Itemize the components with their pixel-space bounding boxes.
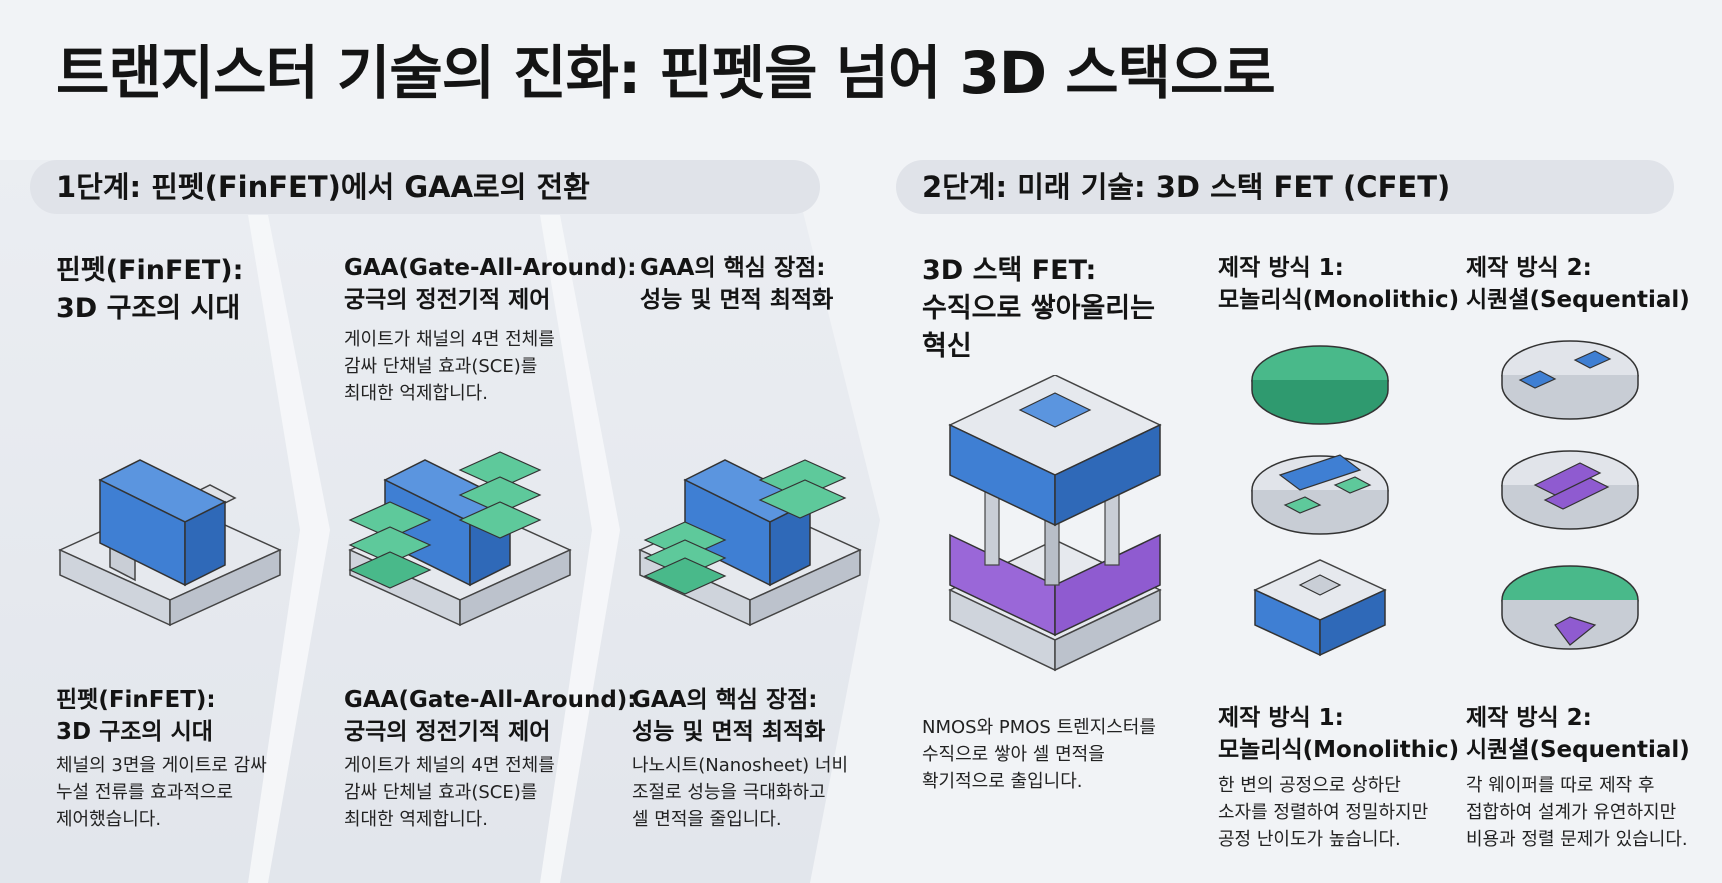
gaa-top-line1: GAA(Gate-All-Around): bbox=[344, 255, 637, 281]
advantage-bottom-heading: GAA의 핵심 장점: 성능 및 면적 최적화 bbox=[632, 684, 825, 748]
nanosheet-illustration bbox=[638, 459, 862, 627]
monolithic-desc-line: 공정 난이도가 높습니다. bbox=[1218, 829, 1401, 850]
advantage-bottom-line1: GAA의 핵심 장점: bbox=[632, 687, 818, 713]
monolithic-bottom-line1: 제작 방식 1: bbox=[1218, 705, 1344, 731]
gaa-top-line2: 궁극의 정전기적 제어 bbox=[344, 287, 551, 313]
advantage-top-line2: 성능 및 면적 최적화 bbox=[640, 287, 834, 313]
monolithic-bottom-heading: 제작 방식 1: 모놀리식(Monolithic) bbox=[1218, 702, 1459, 766]
gaa-bottom-description: 게이트가 체널의 4면 전체를 감싸 단체널 효과(SCE)를 최대한 역제합니… bbox=[344, 752, 555, 833]
advantage-desc-line: 조절로 성능을 극대화하고 bbox=[632, 782, 826, 803]
finfet-bottom-line2: 3D 구조의 시대 bbox=[56, 719, 213, 745]
gaa-bottom-desc-line: 최대한 역제합니다. bbox=[344, 809, 488, 830]
gaa-top-desc-line: 게이트가 채널의 4면 전체를 bbox=[344, 329, 555, 350]
advantage-desc-line: 셀 면적을 줄입니다. bbox=[632, 809, 782, 830]
gaa-top-desc-line: 감싸 단채널 효과(SCE)를 bbox=[344, 356, 538, 377]
sequential-bottom-heading: 제작 방식 2: 시퀀셜(Sequential) bbox=[1466, 702, 1690, 766]
sequential-desc-line: 접합하여 설계가 유연하지만 bbox=[1466, 802, 1677, 823]
cfet-desc-line: 확기적으로 출입니다. bbox=[922, 771, 1083, 792]
gaa-top-heading: GAA(Gate-All-Around): 궁극의 정전기적 제어 bbox=[344, 252, 637, 316]
gaa-bottom-desc-line: 감싸 단체널 효과(SCE)를 bbox=[344, 782, 538, 803]
gaa-illustration bbox=[348, 451, 572, 627]
gaa-bottom-line1: GAA(Gate-All-Around): bbox=[344, 687, 637, 713]
cfet-line3: 혁신 bbox=[922, 331, 972, 362]
advantage-bottom-line2: 성능 및 면적 최적화 bbox=[632, 719, 826, 745]
cfet-heading: 3D 스택 FET: 수직으로 쌓아올리는 혁신 bbox=[922, 252, 1155, 366]
finfet-top-line2: 3D 구조의 시대 bbox=[56, 293, 241, 324]
nanosheet-stack bbox=[348, 451, 542, 589]
finfet-desc-line: 누설 전류를 효과적으로 bbox=[56, 782, 234, 803]
monolithic-top-heading: 제작 방식 1: 모놀리식(Monolithic) bbox=[1218, 252, 1459, 316]
gaa-bottom-heading: GAA(Gate-All-Around): 궁극의 정전기적 제어 bbox=[344, 684, 637, 748]
monolithic-desc-line: 한 변의 공정으로 상하단 bbox=[1218, 775, 1401, 796]
advantage-top-line1: GAA의 핵심 장점: bbox=[640, 255, 826, 281]
cfet-desc-line: 수직으로 쌓아 셀 면적을 bbox=[922, 744, 1105, 765]
cfet-line1: 3D 스택 FET: bbox=[922, 255, 1097, 286]
stage2-label: 2단계: 미래 기술: 3D 스택 FET (CFET) bbox=[922, 170, 1451, 204]
finfet-desc-line: 제어했습니다. bbox=[56, 809, 162, 830]
finfet-top-line1: 핀펫(FinFET): bbox=[56, 255, 244, 286]
monolithic-desc-line: 소자를 정렬하여 정밀하지만 bbox=[1218, 802, 1429, 823]
monolithic-illustration bbox=[1251, 345, 1389, 657]
chevron-divider-1 bbox=[248, 215, 330, 883]
sequential-desc-line: 비용과 정렬 문제가 있습니다. bbox=[1466, 829, 1688, 850]
advantage-desc-line: 나노시트(Nanosheet) 너비 bbox=[632, 755, 849, 776]
stage1-label: 1단계: 핀펫(FinFET)에서 GAA로의 전환 bbox=[56, 170, 590, 204]
finfet-bottom-heading: 핀펫(FinFET): 3D 구조의 시대 bbox=[56, 684, 216, 748]
advantage-top-heading: GAA의 핵심 장점: 성능 및 면적 최적화 bbox=[640, 252, 833, 316]
chevron-divider-2 bbox=[540, 215, 620, 883]
sequential-top-heading: 제작 방식 2: 시퀀셜(Sequential) bbox=[1466, 252, 1690, 316]
sequential-desc-line: 각 웨이퍼를 따로 제작 후 bbox=[1466, 775, 1655, 796]
monolithic-bottom-line2: 모놀리식(Monolithic) bbox=[1218, 737, 1460, 763]
stage2-banner bbox=[896, 160, 1674, 214]
sequential-description: 각 웨이퍼를 따로 제작 후 접합하여 설계가 유연하지만 비용과 정렬 문제가… bbox=[1466, 772, 1688, 853]
page-title: 트랜지스터 기술의 진화: 핀펫을 넘어 3D 스택으로 bbox=[56, 39, 1276, 107]
sequential-bottom-line2: 시퀀셜(Sequential) bbox=[1466, 737, 1690, 763]
gaa-bottom-desc-line: 게이트가 체널의 4면 전체를 bbox=[344, 755, 555, 776]
finfet-top-heading: 핀펫(FinFET): 3D 구조의 시대 bbox=[56, 252, 243, 328]
finfet-description: 체널의 3면을 게이트로 감싸 누설 전류를 효과적으로 제어했습니다. bbox=[56, 752, 267, 833]
cfet-stack-illustration bbox=[948, 375, 1162, 672]
sequential-top-line1: 제작 방식 2: bbox=[1466, 255, 1592, 281]
monolithic-top-line2: 모놀리식(Monolithic) bbox=[1218, 287, 1460, 313]
finfet-illustration bbox=[58, 459, 282, 627]
cfet-line2: 수직으로 쌓아올리는 bbox=[922, 293, 1155, 324]
thin-nanosheet-stack bbox=[643, 459, 847, 595]
advantage-description: 나노시트(Nanosheet) 너비 조절로 성능을 극대화하고 셀 면적을 줄… bbox=[632, 752, 848, 833]
cfet-desc-line: NMOS와 PMOS 트렌지스터를 bbox=[922, 717, 1156, 738]
sequential-bottom-line1: 제작 방식 2: bbox=[1466, 705, 1592, 731]
sequential-illustration bbox=[1501, 340, 1639, 650]
monolithic-description: 한 변의 공정으로 상하단 소자를 정렬하여 정밀하지만 공정 난이도가 높습니… bbox=[1218, 772, 1428, 853]
finfet-desc-line: 체널의 3면을 게이트로 감싸 bbox=[56, 755, 267, 776]
gaa-top-description: 게이트가 채널의 4면 전체를 감싸 단채널 효과(SCE)를 최대한 억제합니… bbox=[344, 326, 555, 407]
stage1-banner bbox=[30, 160, 820, 214]
gaa-bottom-line2: 궁극의 정전기적 제어 bbox=[344, 719, 551, 745]
cfet-description: NMOS와 PMOS 트렌지스터를 수직으로 쌓아 셀 면적을 확기적으로 출입… bbox=[922, 714, 1156, 795]
finfet-bottom-line1: 핀펫(FinFET): bbox=[56, 687, 216, 713]
monolithic-top-line1: 제작 방식 1: bbox=[1218, 255, 1344, 281]
sequential-top-line2: 시퀀셜(Sequential) bbox=[1466, 287, 1690, 313]
gaa-top-desc-line: 최대한 억제합니다. bbox=[344, 383, 488, 404]
